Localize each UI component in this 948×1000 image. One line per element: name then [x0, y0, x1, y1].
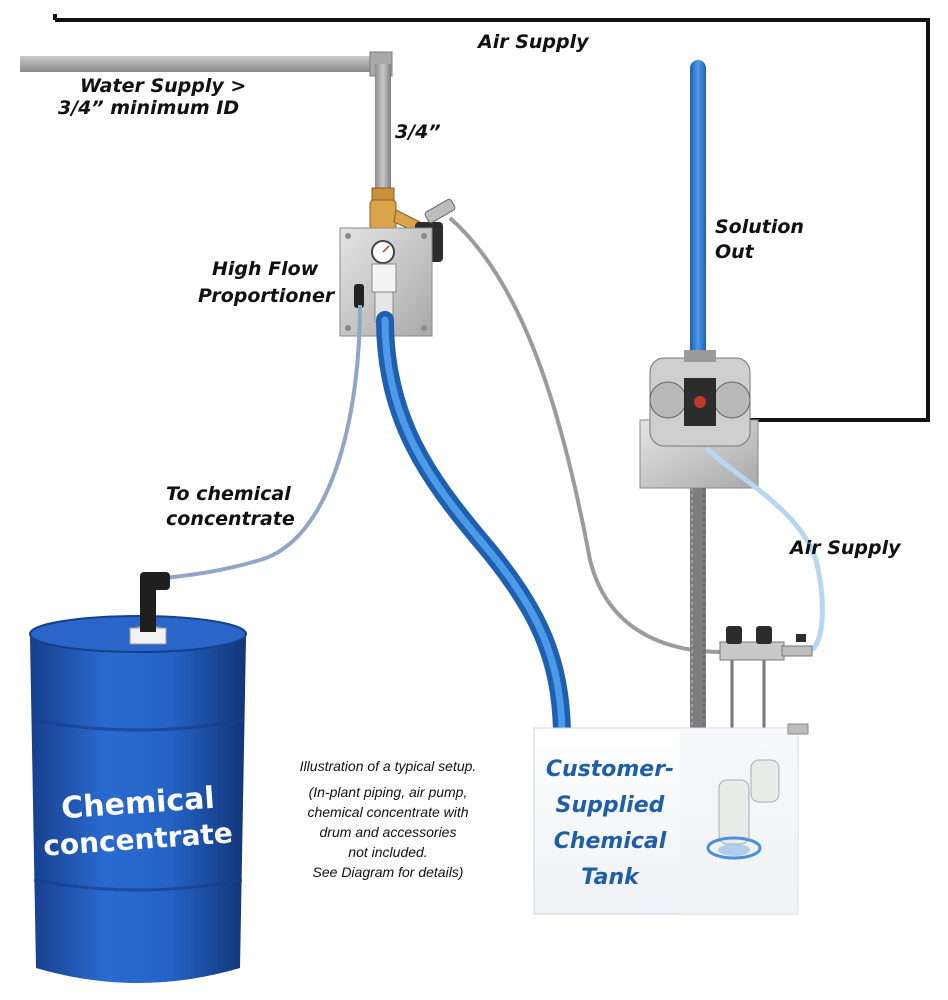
solution-out-label-line2: Out: [715, 241, 754, 263]
discharge-hose: [376, 311, 571, 739]
solution-out-label-line1: Solution: [715, 216, 804, 238]
air-supply-line: [55, 18, 930, 422]
tank-label-line: Customer-: [545, 757, 675, 782]
setup-note: Illustration of a typical setup. (In-pla…: [278, 756, 498, 882]
tank-label-line: Supplied: [555, 793, 665, 818]
air-pump: [649, 381, 687, 419]
air-supply-top-label: Air Supply: [478, 31, 589, 53]
air-hose-proportioner: [448, 216, 723, 654]
proportioner-label-line1: High Flow: [212, 258, 319, 280]
water-supply-label: Water Supply >: [80, 75, 247, 97]
chemical-pickup-tube: [164, 304, 362, 580]
air-supply-right-label: Air Supply: [790, 537, 901, 559]
tank-label: Customer- Supplied Chemical Tank: [535, 752, 685, 896]
note-line: not included.: [348, 844, 428, 860]
solution-out-hose: [690, 60, 706, 360]
to-chemical-label-line2: concentrate: [166, 508, 295, 530]
water-supply-size-label: 3/4” minimum ID: [58, 97, 240, 119]
suction-pipe: [690, 488, 706, 728]
proportioner-label-line2: Proportioner: [198, 285, 335, 307]
tank-label-line: Tank: [581, 865, 639, 890]
note-line: (In-plant piping, air pump,: [308, 784, 468, 800]
note-line: Illustration of a typical setup.: [299, 758, 477, 774]
water-supply-pipe: [20, 56, 390, 72]
note-line: chemical concentrate with: [307, 804, 469, 820]
pipe-size-label: 3/4”: [395, 121, 441, 143]
note-line: drum and accessories: [319, 824, 457, 840]
to-chemical-label-line1: To chemical: [166, 483, 291, 505]
water-drop-pipe: [375, 64, 391, 190]
tank-label-line: Chemical: [553, 829, 667, 854]
air-hose-right: [704, 446, 825, 652]
note-line: See Diagram for details): [312, 864, 464, 880]
chemical-drum: [30, 620, 246, 983]
level-switch-manifold: [719, 641, 785, 661]
